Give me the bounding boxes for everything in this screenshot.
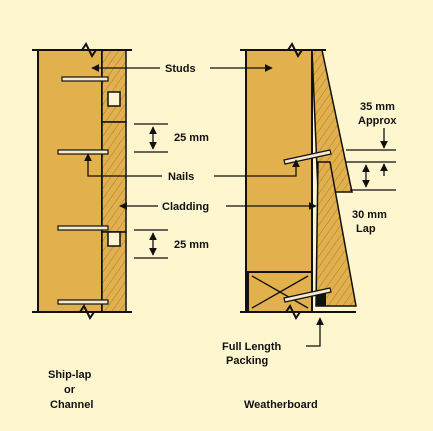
dim-35-label-line2: Approx bbox=[358, 115, 397, 127]
left-top-break-line bbox=[32, 42, 132, 58]
dimension-lines bbox=[134, 123, 396, 259]
left-nail-1 bbox=[61, 76, 109, 82]
nails-leader-left bbox=[84, 153, 162, 177]
dim-30-label-line1: 30 mm bbox=[352, 209, 387, 221]
studs-label: Studs bbox=[165, 63, 196, 75]
left-bottom-break-line bbox=[32, 304, 132, 320]
left-nails bbox=[57, 76, 109, 305]
packing-label-line1: Full Length bbox=[222, 341, 282, 353]
right-stud bbox=[245, 49, 313, 313]
left-caption-line3: Channel bbox=[50, 399, 93, 411]
left-caption-line1: Ship-lap bbox=[48, 369, 92, 381]
right-top-break-line bbox=[240, 42, 326, 58]
right-packing-strip bbox=[316, 292, 326, 306]
weatherboard-detail bbox=[240, 42, 357, 320]
nails-label: Nails bbox=[168, 171, 194, 183]
left-nail-4 bbox=[57, 299, 109, 305]
dim-25-lower-label: 25 mm bbox=[174, 239, 209, 251]
right-nail-2 bbox=[283, 287, 332, 303]
right-weatherboard-lower bbox=[315, 161, 357, 307]
left-stud bbox=[37, 49, 103, 313]
right-plate-cross-2 bbox=[251, 275, 309, 309]
left-cladding-board-1 bbox=[101, 49, 127, 123]
right-caption: Weatherboard bbox=[244, 399, 318, 411]
shiplap-detail bbox=[32, 42, 132, 320]
packing-label-line2: Packing bbox=[226, 355, 268, 367]
left-cladding-board-2 bbox=[101, 121, 127, 233]
left-lap-joint-1 bbox=[107, 91, 121, 107]
text-labels: Studs Nails Cladding 25 mm 25 mm 35 mm A… bbox=[48, 63, 397, 411]
nails-leader-right bbox=[214, 159, 300, 177]
right-bottom-break-line bbox=[240, 304, 356, 320]
dim-25-upper-label: 25 mm bbox=[174, 132, 209, 144]
leader-lines bbox=[84, 64, 324, 347]
left-nail-3 bbox=[57, 225, 109, 231]
cladding-label: Cladding bbox=[162, 201, 209, 213]
left-lap-joint-2 bbox=[107, 231, 121, 247]
left-caption-line2: or bbox=[64, 384, 76, 396]
dim-35-label-line1: 35 mm bbox=[360, 101, 395, 113]
left-nail-2 bbox=[57, 149, 109, 155]
dim-30-label-line2: Lap bbox=[356, 223, 376, 235]
packing-leader bbox=[306, 317, 324, 347]
